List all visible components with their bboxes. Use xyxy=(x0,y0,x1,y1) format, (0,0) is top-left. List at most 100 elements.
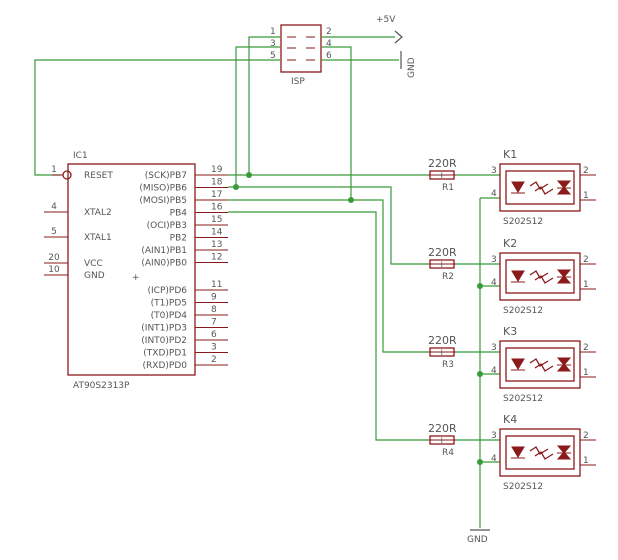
junction-dot xyxy=(477,459,483,465)
isp-body xyxy=(280,24,322,73)
ic1-pin-number: 14 xyxy=(211,228,223,238)
net-pb4 xyxy=(228,211,428,441)
triac-icon xyxy=(556,357,572,366)
ic1-pin-number: 13 xyxy=(211,240,222,250)
gnd-label-isp: GND xyxy=(407,57,417,78)
light-arrow-icon xyxy=(534,451,554,460)
resistor-value: 220R xyxy=(428,334,457,347)
isp-pin-5: 5 xyxy=(270,51,276,61)
ic1-pin-label: (AIN1)PB1 xyxy=(141,246,187,256)
relay-pin-3: 3 xyxy=(491,166,497,176)
ic1-pin-number: 2 xyxy=(211,355,217,365)
ic1-pin-label: (AIN0)PB0 xyxy=(141,259,187,269)
relay-pin-2: 2 xyxy=(583,255,589,265)
triac-icon xyxy=(556,275,572,284)
relay-body xyxy=(499,163,581,212)
ic1-pin-number: 12 xyxy=(211,253,222,263)
triac-icon xyxy=(556,180,572,189)
ic1-pin-label: (ICP)PD6 xyxy=(148,286,188,296)
ic1-pin-label: (OCI)PB3 xyxy=(147,221,187,231)
ic1-pin-label: XTAL1 xyxy=(84,233,112,243)
ic1-pin-label: PB4 xyxy=(170,209,188,219)
ic1-pin-number: 1 xyxy=(51,165,57,175)
net-miso xyxy=(235,46,280,187)
junction-dot xyxy=(477,283,483,289)
ic1-ref: IC1 xyxy=(73,151,88,161)
resistor-ref: R1 xyxy=(442,183,454,193)
ic1-pin-number: 3 xyxy=(211,343,217,353)
relay-pin-2: 2 xyxy=(583,343,589,353)
gnd-symbol-isp: GND xyxy=(400,51,417,78)
ic1-pin-label: (MISO)PB6 xyxy=(139,184,187,194)
relay-pin-3: 3 xyxy=(491,255,497,265)
light-arrow-icon xyxy=(534,275,554,284)
relay-pin-1: 1 xyxy=(583,456,589,466)
gnd-label-bottom: GND xyxy=(467,535,488,545)
ic1-pin-number: 5 xyxy=(51,227,57,237)
ic1-pin-label: (INT1)PD3 xyxy=(141,324,187,334)
resistor-ref: R3 xyxy=(442,360,454,370)
gnd-symbol-bottom: GND xyxy=(467,529,490,545)
reset-inverter-bubble xyxy=(62,170,72,180)
relay-body xyxy=(499,252,581,301)
resistor-icon xyxy=(429,259,455,269)
relay-pin-1: 1 xyxy=(583,368,589,378)
relay-pin-1: 1 xyxy=(583,280,589,290)
isp-pin-4: 4 xyxy=(326,39,332,49)
junction-dot xyxy=(477,371,483,377)
relay-inner-frame xyxy=(505,347,575,382)
ic1-pin-label: (RXD)PD0 xyxy=(143,361,188,371)
relay-pin-4: 4 xyxy=(491,454,497,464)
ic1-pin-label: GND xyxy=(84,271,105,281)
resistor-icon xyxy=(429,170,455,180)
ic1-body xyxy=(67,163,196,376)
relay-pin-2: 2 xyxy=(583,431,589,441)
relay-part: S202S12 xyxy=(503,394,543,404)
isp-connector: 1 2 3 4 5 6 ISP xyxy=(270,24,332,87)
relay-pin-3: 3 xyxy=(491,431,497,441)
net-sck xyxy=(248,36,280,175)
led-icon xyxy=(511,446,525,458)
relay-body xyxy=(499,428,581,477)
ic1-pin-number: 4 xyxy=(51,202,57,212)
ic1-pin-number: 20 xyxy=(48,253,60,263)
ic1: IC1 AT90S2313P + 1RESET4XTAL25XTAL120VCC… xyxy=(44,151,228,391)
resistor-r3: +220R R3 xyxy=(428,334,457,370)
resistor-icon xyxy=(429,347,455,357)
ic1-right-pins: 19(SCK)PB718(MISO)PB617(MOSI)PB516PB415(… xyxy=(139,165,228,371)
light-arrow-icon xyxy=(529,270,549,279)
ic1-pin-label: RESET xyxy=(84,171,113,181)
ic1-pin-number: 10 xyxy=(48,265,60,275)
relay-inner-frame xyxy=(505,170,575,205)
net-pb6 xyxy=(228,186,428,265)
ic1-pin-label: (T1)PD5 xyxy=(151,299,187,309)
resistor-polarity-mark: + xyxy=(438,348,446,358)
ic1-pin-label: XTAL2 xyxy=(84,208,112,218)
junction-dot xyxy=(246,172,252,178)
ic1-name: AT90S2313P xyxy=(73,381,130,391)
light-arrow-icon xyxy=(529,358,549,367)
relay-ref: K2 xyxy=(503,237,517,250)
triac-icon xyxy=(556,363,572,372)
relay-part: S202S12 xyxy=(503,217,543,227)
resistor-polarity-mark: + xyxy=(438,171,446,181)
net-reset xyxy=(34,59,280,176)
ic1-pin-label: (SCK)PB7 xyxy=(145,171,187,181)
isp-pin-2: 2 xyxy=(326,27,332,37)
relay-pin-1: 1 xyxy=(583,191,589,201)
relays: K1S202S122134K2S202S122134K3S202S122134K… xyxy=(491,148,596,492)
ic1-pin-number: 7 xyxy=(211,318,217,328)
resistor-polarity-mark: + xyxy=(438,436,446,446)
junction-dot xyxy=(233,184,239,190)
led-icon xyxy=(511,358,525,370)
ic1-pin-number: 16 xyxy=(211,203,223,213)
ic1-pin-label: VCC xyxy=(84,259,103,269)
